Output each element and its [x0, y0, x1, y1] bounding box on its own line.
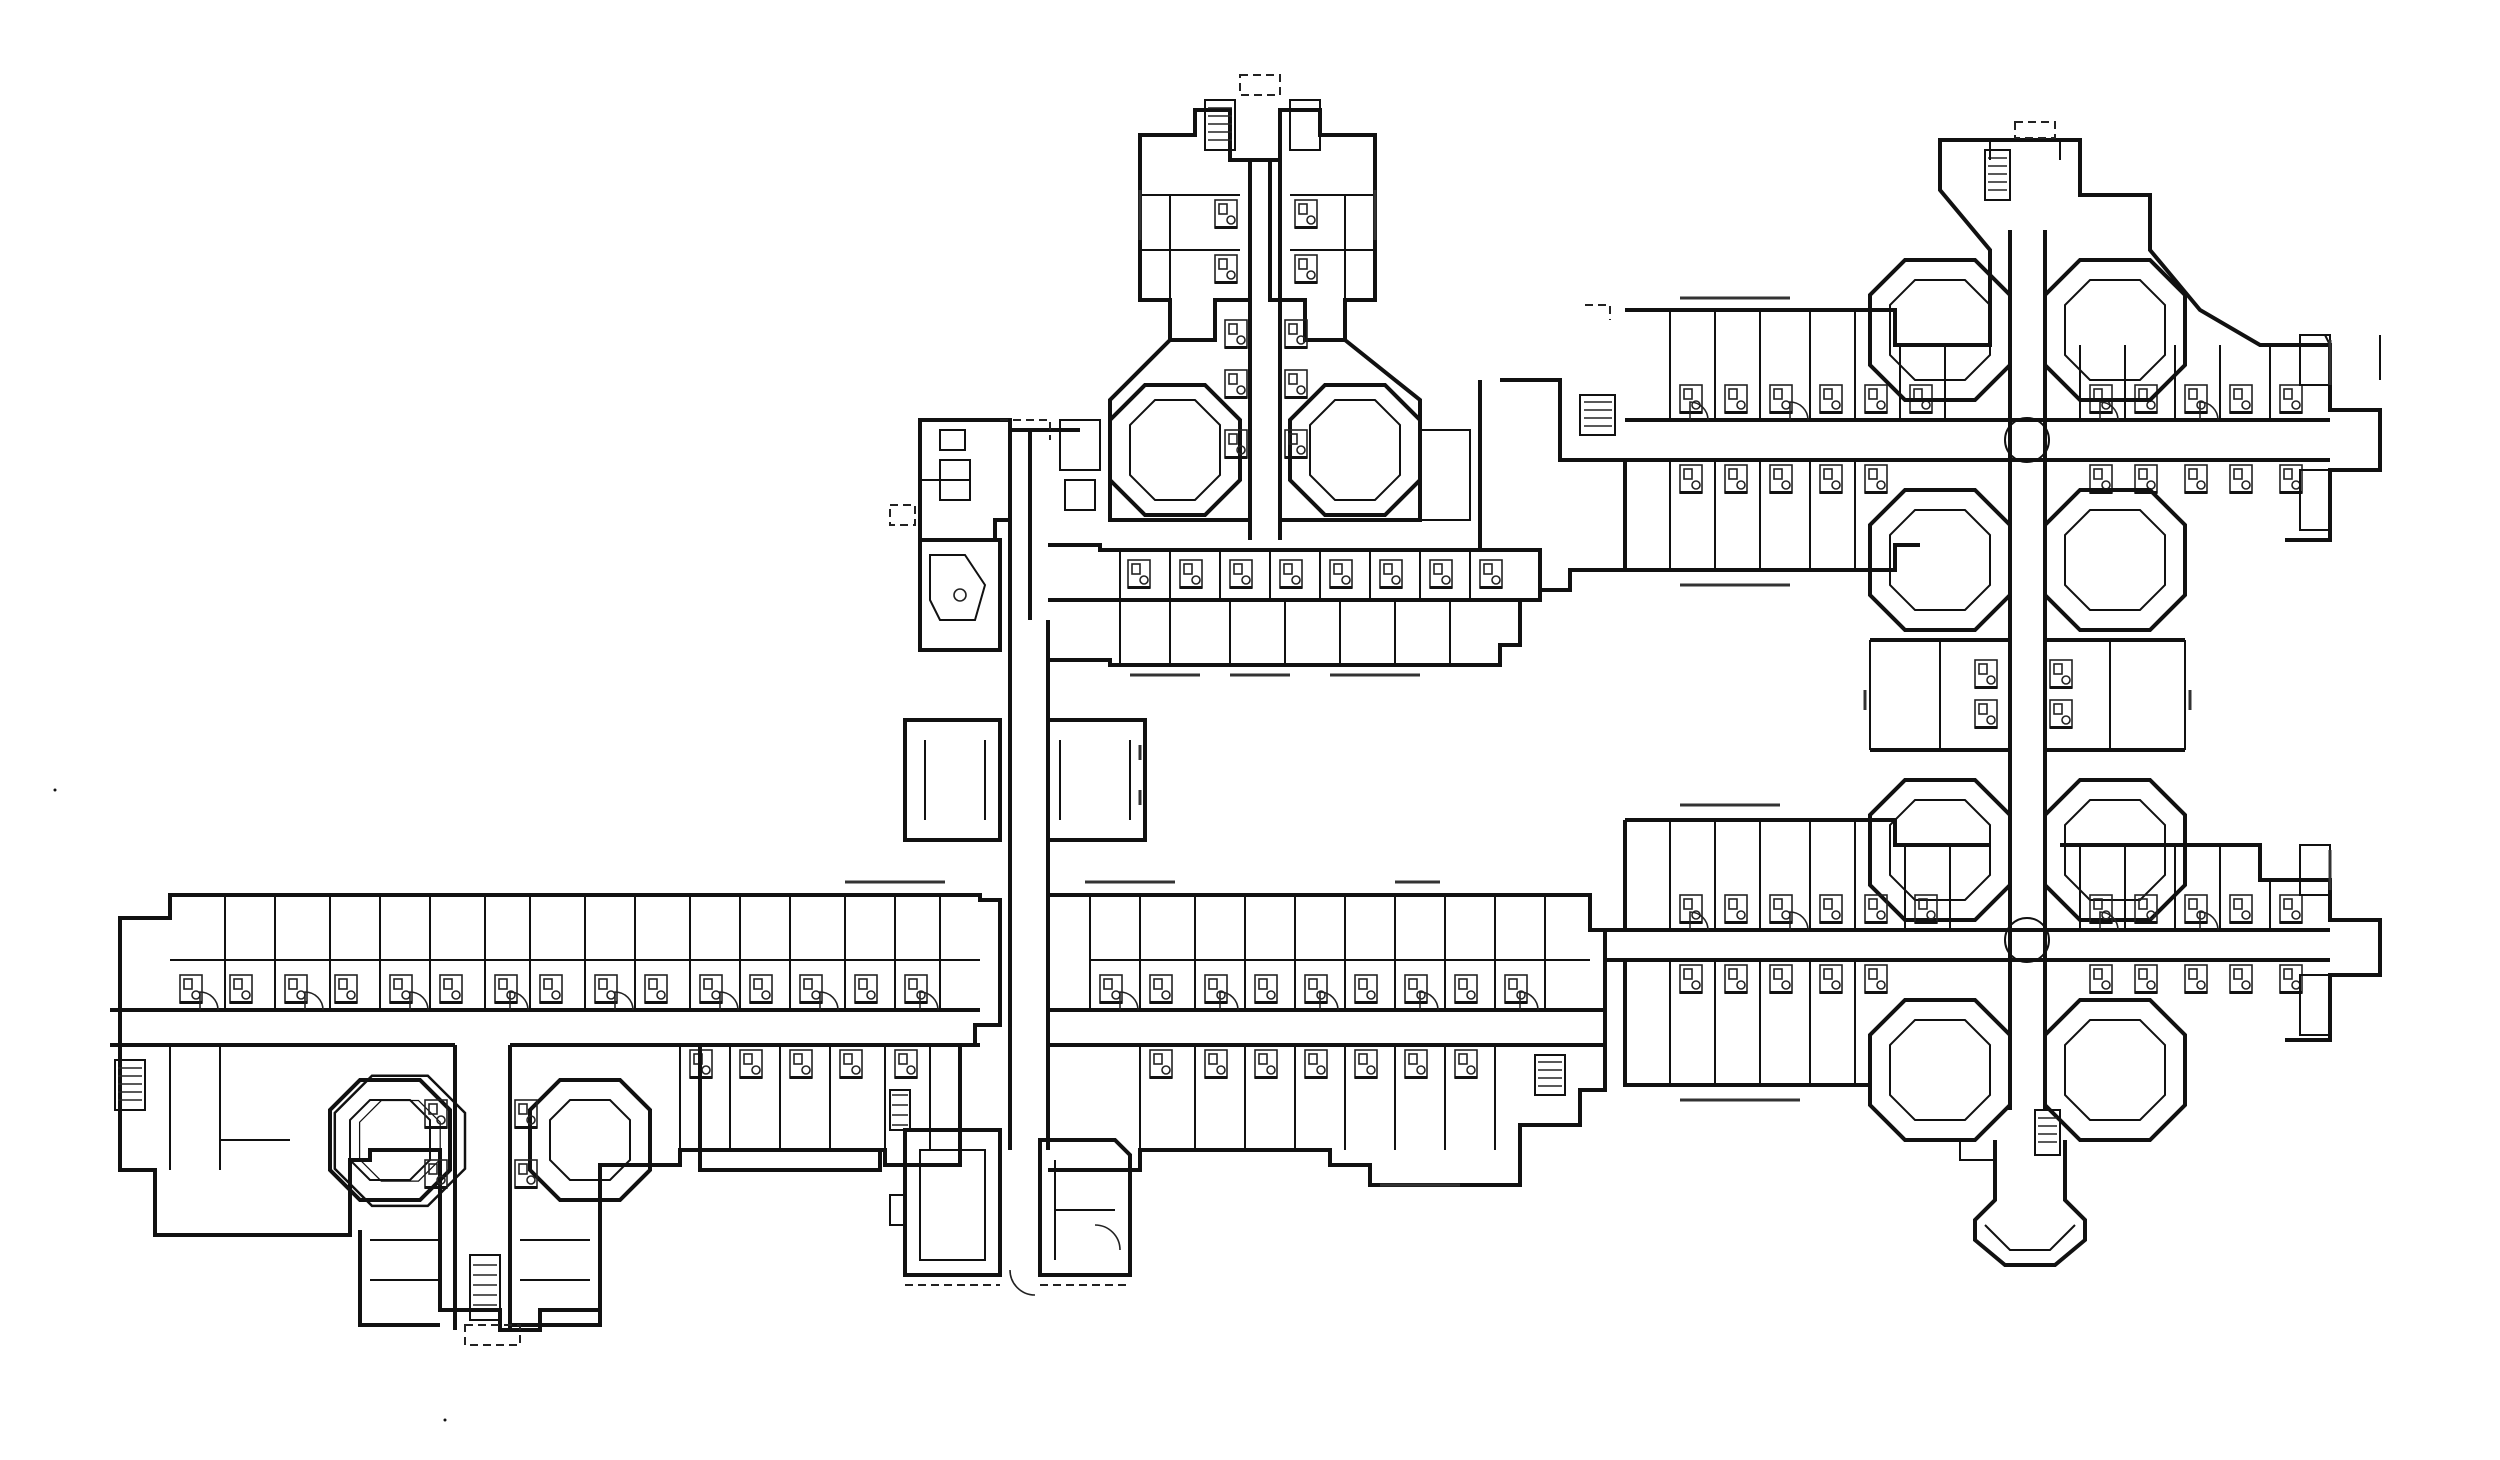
right-building [1478, 121, 2382, 1267]
top-tower [1059, 74, 1471, 540]
lower-center-wing [1048, 880, 1607, 1187]
upper-center-wing [1048, 543, 1542, 677]
specks [53, 788, 447, 1422]
left-wing [110, 880, 1002, 1346]
central-spine [889, 418, 1147, 1296]
